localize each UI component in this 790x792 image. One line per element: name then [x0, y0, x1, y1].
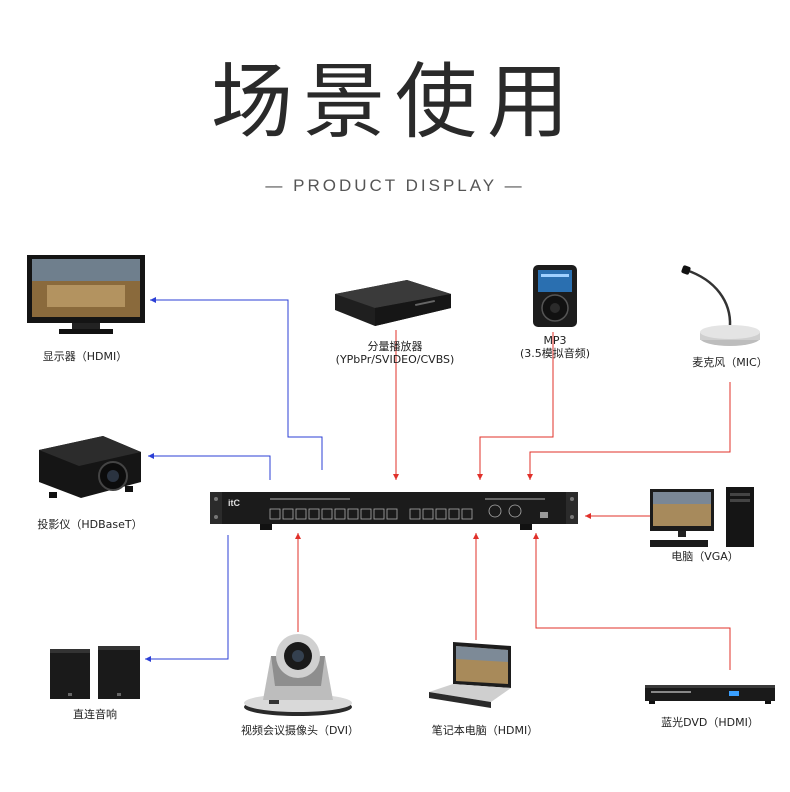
component-player-label-line1: 分量播放器 — [367, 340, 423, 353]
bluray-input-line — [533, 533, 731, 670]
component-player-icon — [333, 278, 453, 330]
monitor-icon — [27, 255, 145, 335]
laptop-icon — [425, 640, 525, 712]
mp3-input-line — [477, 332, 554, 480]
speakers-label: 直连音响 — [73, 708, 117, 721]
speakers-icon — [50, 646, 142, 701]
projector-label: 投影仪（HDBaseT） — [37, 518, 143, 531]
page-subtitle: — PRODUCT DISPLAY — — [265, 176, 525, 195]
page-title: 场景使用 — [210, 55, 579, 150]
laptop-label: 笔记本电脑（HDMI） — [431, 724, 539, 737]
mp3-label-line1: MP3 — [543, 334, 567, 347]
bluray-player-icon — [645, 683, 775, 707]
microphone-label: 麦克风（MIC） — [692, 356, 768, 369]
monitor-label: 显示器（HDMI） — [42, 350, 128, 363]
monitor-output-line — [150, 297, 323, 470]
matrix-switcher: itC — [210, 490, 578, 532]
pc-icon — [650, 485, 758, 551]
camera-label: 视频会议摄像头（DVI） — [240, 724, 360, 737]
projector-output-line — [148, 453, 271, 480]
conference-camera-icon — [241, 632, 356, 717]
speakers-output-line — [145, 535, 229, 662]
pc-label: 电脑（VGA） — [671, 550, 739, 563]
microphone-input-line — [527, 382, 731, 480]
projector-icon — [33, 430, 145, 502]
matrix-brand-logo: itC — [228, 498, 240, 508]
component-player-label-line2: (YPbPr/SVIDEO/CVBS) — [335, 353, 455, 366]
microphone-icon — [676, 262, 776, 350]
mp3-player-icon — [533, 265, 577, 327]
mp3-label-line2: (3.5模拟音频) — [519, 347, 591, 360]
bluray-label: 蓝光DVD（HDMI） — [661, 716, 759, 729]
